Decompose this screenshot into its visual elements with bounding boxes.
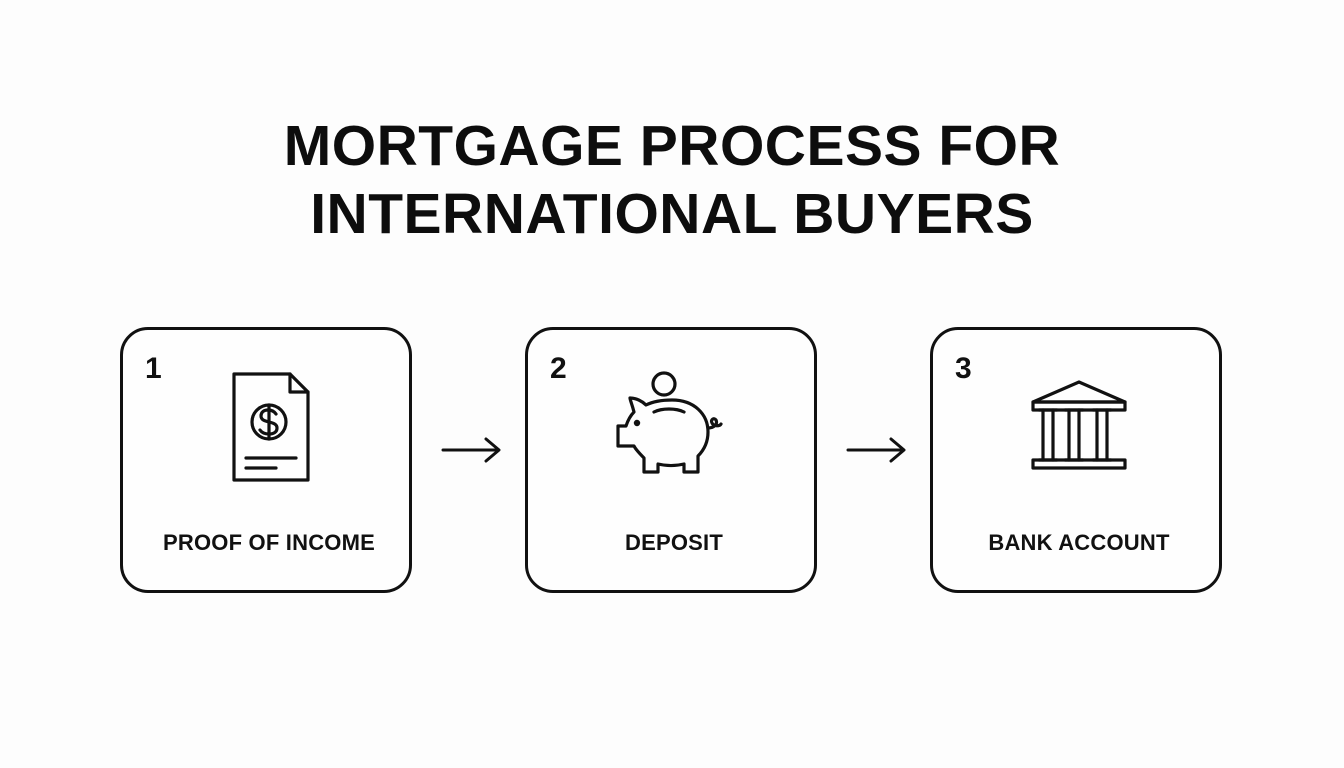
piggy-bank-icon [528, 368, 820, 488]
arrow-right-icon [846, 437, 906, 463]
step-label: PROOF OF INCOME [163, 530, 375, 555]
bank-building-icon [933, 368, 1225, 488]
step-card-deposit: 2 DEPOSIT [525, 327, 817, 593]
step-number: 2 [550, 352, 567, 385]
step-number: 1 [145, 352, 162, 385]
step-card-proof-of-income: 1 PROOF OF INCOME [120, 327, 412, 593]
step-label: DEPOSIT [625, 530, 723, 555]
step-card-bank-account: 3 BANK ACCOUNT [930, 327, 1222, 593]
step-number: 3 [955, 352, 972, 385]
diagram-title: MORTGAGE PROCESS FOR INTERNATIONAL BUYER… [0, 112, 1344, 248]
document-dollar-icon [123, 368, 415, 488]
title-line-1: MORTGAGE PROCESS FOR [283, 114, 1061, 178]
step-label: BANK ACCOUNT [988, 530, 1170, 555]
arrow-right-icon [441, 437, 501, 463]
title-line-2: INTERNATIONAL BUYERS [310, 182, 1034, 246]
